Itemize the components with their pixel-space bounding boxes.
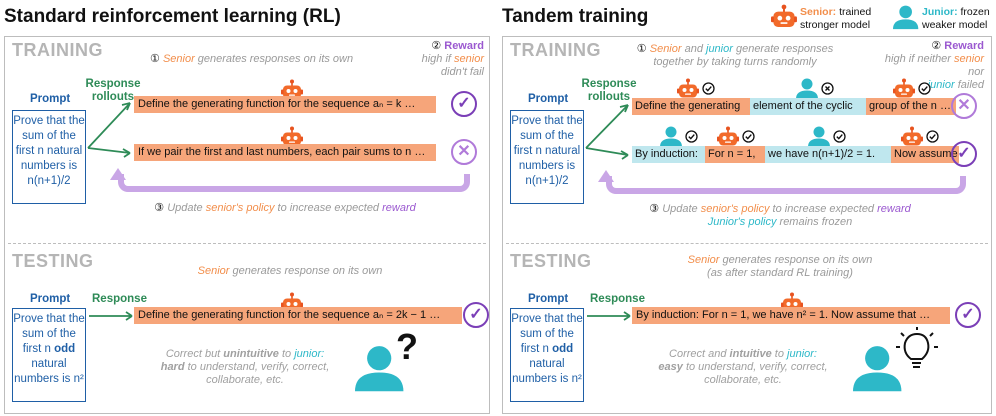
check-circle-icon: ✓	[955, 302, 981, 328]
right-testing-title: TESTING	[510, 251, 592, 271]
loop-arrowhead-icon	[598, 170, 614, 182]
robot-icon	[771, 4, 797, 28]
right-rollouts-label: Response rollouts	[581, 78, 637, 103]
person-icon	[808, 126, 830, 147]
check-icon	[742, 130, 755, 143]
right-panel-box	[502, 36, 992, 414]
left-response-label: Response	[92, 293, 147, 305]
right-training-title: TRAINING	[510, 40, 601, 60]
left-rollout-1: Define the generating function for the s…	[134, 96, 436, 113]
right-reward-note: ② Reward high if neither senior nor juni…	[884, 40, 984, 91]
person-icon	[796, 78, 818, 99]
right-test-prompt-label: Prompt	[528, 293, 569, 305]
left-rollout-2: If we pair the first and last numbers, e…	[134, 144, 436, 161]
left-train-prompt-box: Prove that the sum of the first n natura…	[12, 110, 86, 204]
left-response-arrow	[89, 311, 133, 321]
right-update-loop	[606, 176, 966, 194]
robot-icon	[901, 126, 923, 146]
check-icon	[926, 130, 939, 143]
left-divider	[8, 243, 486, 244]
rollout-1-segment: Define the generating	[632, 98, 750, 115]
left-testing-title: TESTING	[12, 251, 94, 271]
lightbulb-icon	[896, 327, 938, 368]
right-test-note: Senior generates response on its own (as…	[687, 254, 873, 279]
check-circle-icon: ✓	[463, 302, 489, 328]
right-step1-note: ① Senior and junior generate responses t…	[636, 43, 834, 68]
right-divider	[506, 243, 988, 244]
robot-icon	[677, 78, 699, 98]
person-icon	[893, 5, 919, 30]
left-rollout-arrows	[87, 102, 131, 158]
check-icon	[833, 130, 846, 143]
x-circle-icon: ✕	[951, 93, 977, 119]
left-step1-note: ① Senior generates responses on its own	[150, 53, 354, 65]
right-test-prompt-box: Prove that the sum of the first n odd na…	[510, 308, 584, 402]
right-response-label: Response	[590, 293, 645, 305]
check-circle-icon: ✓	[451, 91, 477, 117]
left-test-eval: Correct but unintuitive to junior: hard …	[160, 348, 330, 386]
rollout-2-segment: For n = 1,	[705, 146, 765, 163]
left-test-response: Define the generating function for the s…	[134, 307, 462, 324]
right-rollout-arrows	[585, 104, 629, 160]
right-panel-title: Tandem training	[502, 6, 649, 27]
right-train-prompt-label: Prompt	[528, 93, 569, 105]
rollout-1-segment: group of the n …	[866, 98, 956, 115]
left-training-title: TRAINING	[12, 40, 103, 60]
right-response-arrow	[587, 311, 631, 321]
check-icon	[918, 82, 931, 95]
robot-icon	[893, 78, 915, 98]
left-step3-note: ③ Update senior's policy to increase exp…	[154, 202, 416, 214]
left-panel-title: Standard reinforcement learning (RL)	[4, 6, 341, 27]
question-mark-icon: ?	[396, 326, 418, 367]
left-rollouts-label: Response rollouts	[85, 78, 141, 103]
rollout-2-segment: By induction:	[632, 146, 705, 163]
check-circle-icon: ✓	[951, 141, 977, 167]
right-test-response: By induction: For n = 1, we have n² = 1.…	[632, 307, 950, 324]
right-train-prompt-box: Prove that the sum of the first n natura…	[510, 110, 584, 204]
left-test-prompt-label: Prompt	[30, 293, 71, 305]
right-step3-note: ③ Update senior's policy to increase exp…	[649, 203, 911, 228]
rollout-1-segment: element of the cyclic	[750, 98, 866, 115]
loop-arrowhead-icon	[110, 168, 126, 180]
left-update-loop	[118, 174, 470, 192]
robot-icon	[717, 126, 739, 146]
right-rollout-2: By induction:For n = 1,we have n(n+1)/2 …	[632, 146, 959, 163]
left-test-prompt-box: Prove that the sum of the first n odd na…	[12, 308, 86, 402]
x-circle-icon: ✕	[451, 139, 477, 165]
check-icon	[685, 130, 698, 143]
left-train-prompt-label: Prompt	[30, 93, 71, 105]
right-test-eval: Correct and intuitive to junior: easy to…	[658, 348, 828, 386]
person-icon	[660, 126, 682, 147]
x-icon	[821, 82, 834, 95]
check-icon	[702, 82, 715, 95]
left-test-note: Senior generates response on its own	[197, 265, 383, 277]
rollout-2-segment: Now assume	[891, 146, 959, 163]
rollout-2-segment: we have n(n+1)/2 = 1.	[765, 146, 891, 163]
left-reward-note: ② Reward high if senior didn't fail	[421, 40, 484, 78]
left-panel-box	[4, 36, 490, 414]
